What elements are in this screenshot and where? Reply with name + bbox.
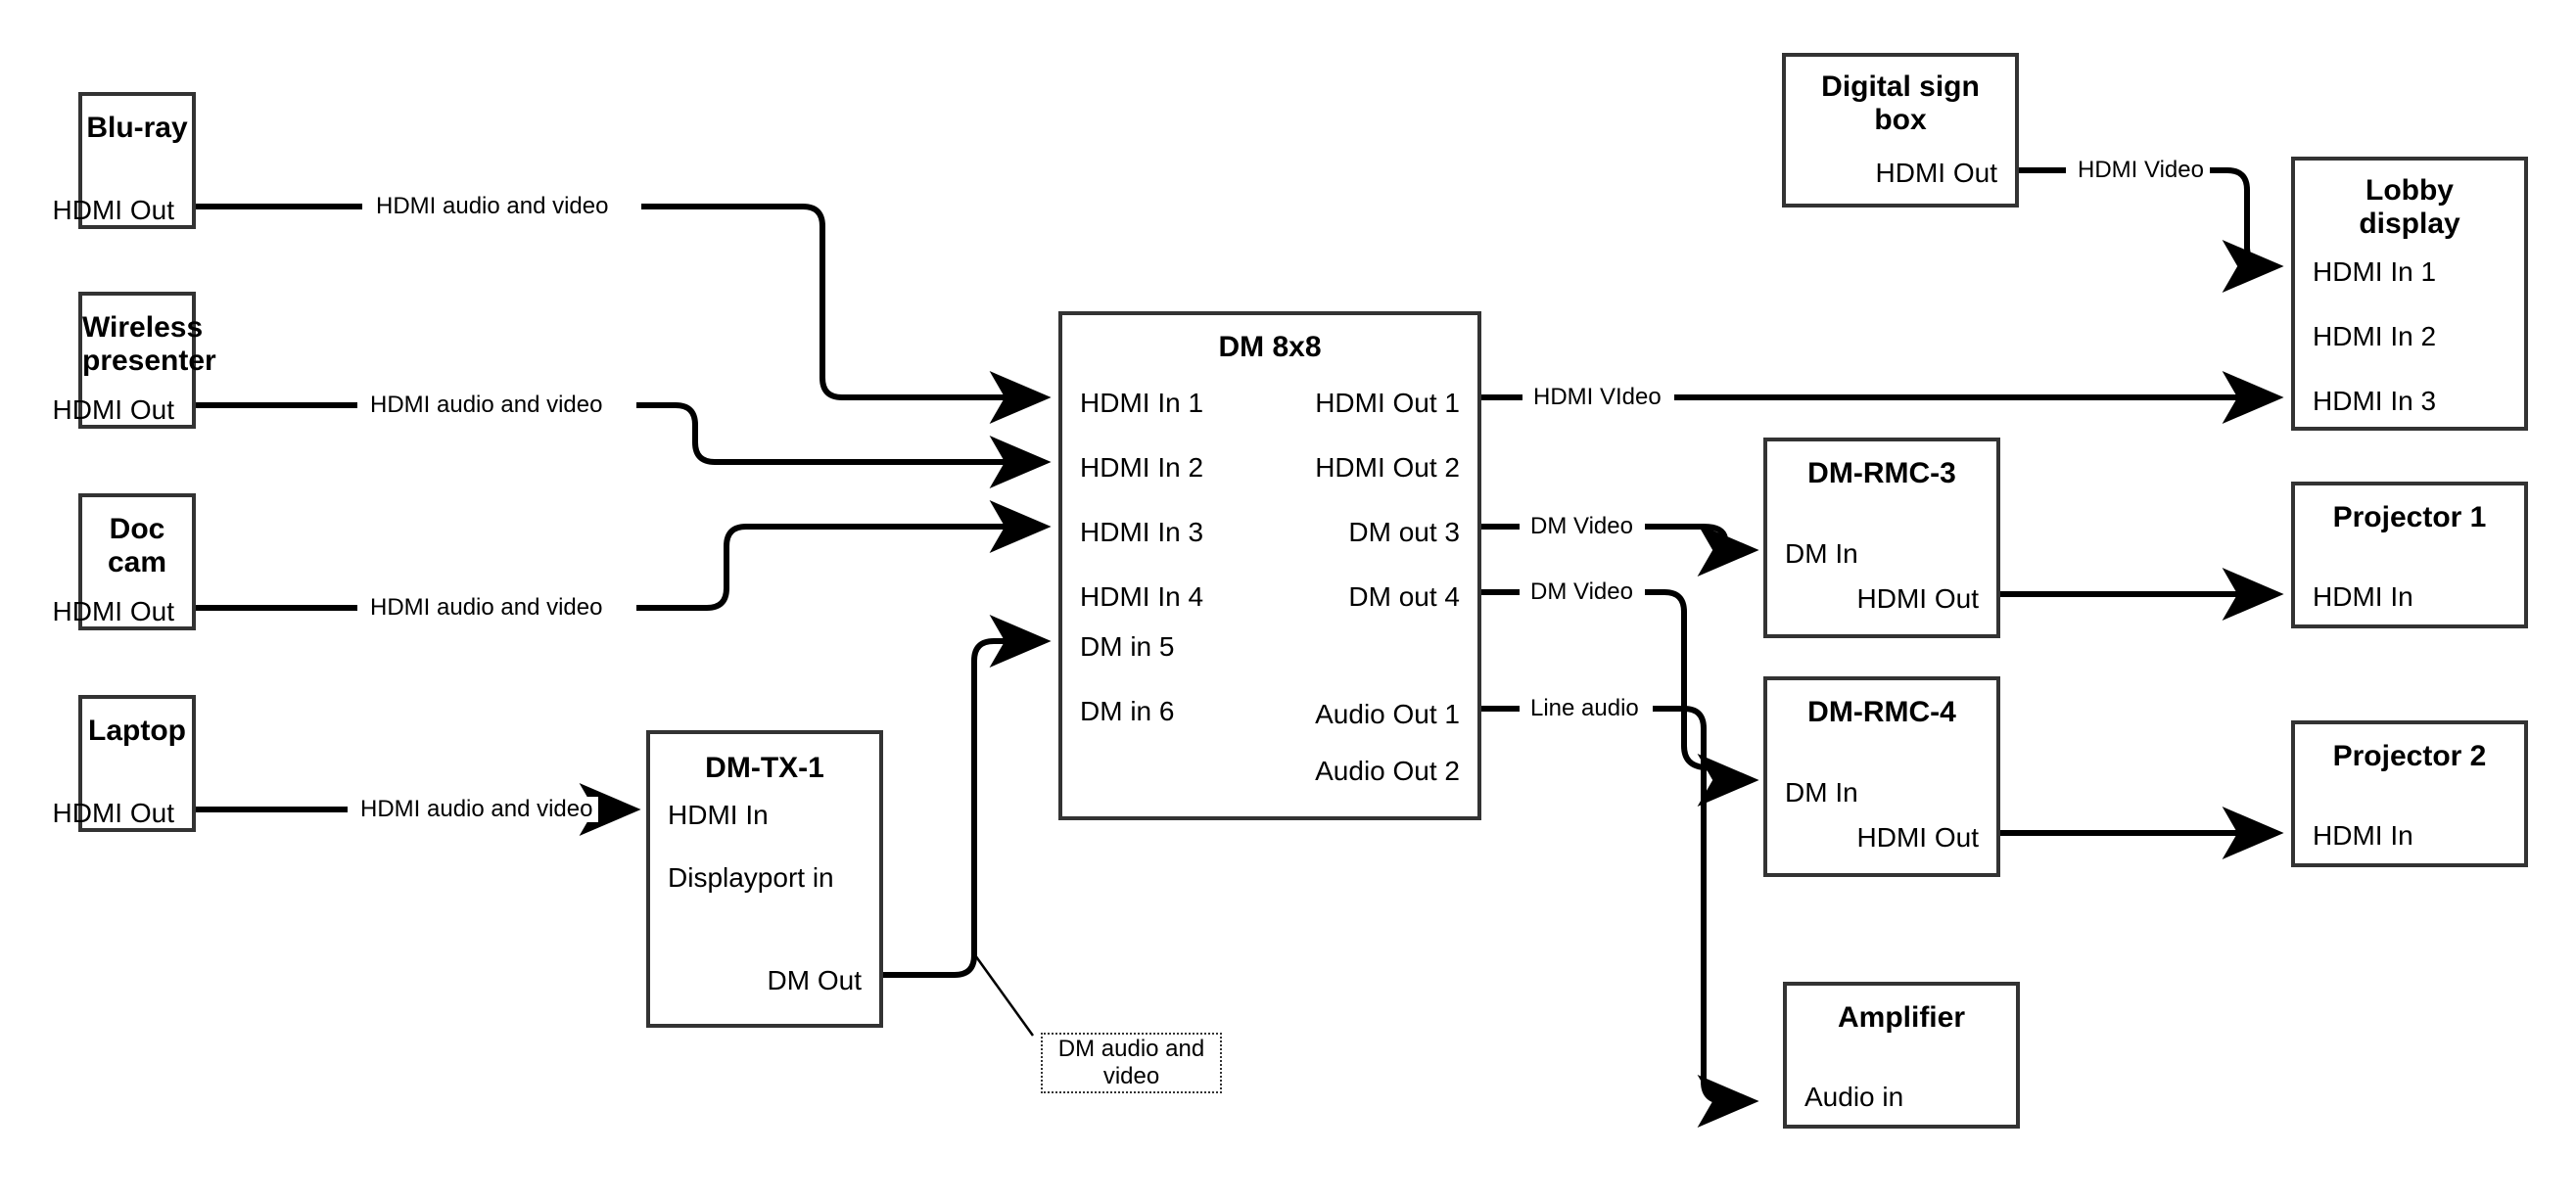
node-title-dm-rmc-4: DM-RMC-4	[1807, 696, 1956, 728]
port-dm-8x8-hdmi-in-3[interactable]: HDMI In 3	[1080, 517, 1204, 547]
node-lobby-display[interactable]: Lobby display HDMI In 1 HDMI In 2 HDMI I…	[2291, 157, 2528, 431]
wire-label-dmout3: DM Video	[1524, 513, 1639, 540]
port-projector-1-hdmi-in[interactable]: HDMI In	[2313, 581, 2413, 612]
node-digital-sign-box[interactable]: Digital sign box HDMI Out	[1782, 53, 2019, 208]
port-dm-8x8-hdmi-out-2[interactable]: HDMI Out 2	[1315, 452, 1460, 483]
port-lobby-display-hdmi-in-2[interactable]: HDMI In 2	[2313, 321, 2437, 351]
port-laptop-hdmi-out[interactable]: HDMI Out	[52, 798, 174, 828]
node-title-amplifier: Amplifier	[1837, 1001, 1966, 1034]
callout-line-1: DM audio and	[1057, 1035, 1205, 1062]
port-dm-8x8-hdmi-out-1[interactable]: HDMI Out 1	[1315, 388, 1460, 418]
node-title-lobby-display-line1: Lobby	[2365, 174, 2454, 207]
port-dm-8x8-hdmi-in-4[interactable]: HDMI In 4	[1080, 581, 1204, 612]
node-dm-8x8[interactable]: DM 8x8 HDMI In 1 HDMI In 2 HDMI In 3 HDM…	[1058, 311, 1481, 820]
node-projector-1[interactable]: Projector 1 HDMI In	[2291, 482, 2528, 628]
node-doc-cam[interactable]: Doc cam HDMI Out	[53, 493, 196, 630]
port-digital-sign-box-hdmi-out[interactable]: HDMI Out	[1875, 158, 1997, 188]
port-dm-8x8-audio-out-2[interactable]: Audio Out 2	[1315, 756, 1460, 786]
wire-label-wireless: HDMI audio and video	[364, 392, 609, 419]
port-projector-2-hdmi-in[interactable]: HDMI In	[2313, 820, 2413, 851]
node-title-laptop: Laptop	[88, 715, 186, 747]
node-title-dm-8x8: DM 8x8	[1218, 331, 1322, 363]
port-dm-rmc-3-dm-in[interactable]: DM In	[1785, 538, 1858, 569]
port-wireless-presenter-hdmi-out[interactable]: HDMI Out	[52, 394, 174, 425]
callout-dm-audio-and-video: DM audio and video	[1041, 1033, 1222, 1093]
callout-line-2: video	[1102, 1063, 1160, 1089]
node-title-wireless-presenter-line2: presenter	[82, 345, 216, 377]
port-dm-rmc-3-hdmi-out[interactable]: HDMI Out	[1856, 583, 1979, 614]
port-amplifier-audio-in[interactable]: Audio in	[1804, 1082, 1904, 1112]
node-title-digital-sign-box-line2: box	[1874, 104, 1927, 136]
wire-label-bluray: HDMI audio and video	[370, 193, 615, 220]
port-dm-8x8-dm-in-5[interactable]: DM in 5	[1080, 631, 1175, 662]
wire-label-laptop: HDMI audio and video	[354, 796, 599, 823]
port-dm-8x8-audio-out-1[interactable]: Audio Out 1	[1315, 699, 1460, 729]
node-projector-2[interactable]: Projector 2 HDMI In	[2291, 720, 2528, 867]
port-dm-tx-1-dm-out[interactable]: DM Out	[767, 965, 862, 995]
node-dm-tx-1[interactable]: DM-TX-1 HDMI In Displayport in DM Out	[646, 730, 883, 1028]
wire-signbox-to-lobby-in1	[2019, 167, 2277, 266]
wire-dm8x8-audioout1-to-amplifier	[1481, 706, 1753, 1101]
node-dm-rmc-3[interactable]: DM-RMC-3 DM In HDMI Out	[1763, 438, 2000, 638]
wire-bluray-to-dm8x8-in1	[196, 204, 1045, 397]
node-blu-ray[interactable]: Blu-ray HDMI Out	[53, 92, 196, 229]
node-title-projector-2: Projector 2	[2332, 740, 2487, 772]
port-dm-8x8-dm-out-3[interactable]: DM out 3	[1348, 517, 1460, 547]
port-lobby-display-hdmi-in-3[interactable]: HDMI In 3	[2313, 386, 2437, 416]
wire-dmtx1-to-dm8x8-dmin5	[883, 615, 1052, 978]
port-dm-8x8-dm-in-6[interactable]: DM in 6	[1080, 696, 1175, 726]
wire-label-dmout4: DM Video	[1524, 578, 1639, 606]
node-title-wireless-presenter-line1: Wireless	[82, 311, 204, 344]
port-dm-rmc-4-hdmi-out[interactable]: HDMI Out	[1856, 822, 1979, 853]
node-title-projector-1: Projector 1	[2332, 501, 2487, 533]
port-dm-tx-1-hdmi-in[interactable]: HDMI In	[668, 800, 769, 830]
node-title-doc-cam: Doc cam	[107, 513, 167, 578]
port-dm-rmc-4-dm-in[interactable]: DM In	[1785, 777, 1858, 808]
callout-leader-line	[973, 954, 1035, 1037]
node-laptop[interactable]: Laptop HDMI Out	[53, 695, 196, 832]
port-doc-cam-hdmi-out[interactable]: HDMI Out	[52, 596, 174, 626]
node-wireless-presenter[interactable]: Wireless presenter HDMI Out	[53, 292, 216, 429]
port-blu-ray-hdmi-out[interactable]: HDMI Out	[52, 195, 174, 225]
node-title-lobby-display-line2: display	[2359, 208, 2460, 240]
wire-doccam-to-dm8x8-in3	[196, 527, 1045, 611]
port-dm-8x8-hdmi-in-1[interactable]: HDMI In 1	[1080, 388, 1204, 418]
wire-wireless-to-dm8x8-in2	[196, 405, 1045, 462]
port-dm-tx-1-displayport-in[interactable]: Displayport in	[668, 862, 834, 893]
wire-label-hdmiout1: HDMI VIdeo	[1527, 384, 1667, 411]
port-dm-8x8-dm-out-4[interactable]: DM out 4	[1348, 581, 1460, 612]
node-dm-rmc-4[interactable]: DM-RMC-4 DM In HDMI Out	[1763, 676, 2000, 877]
wire-label-audioout1: Line audio	[1524, 695, 1645, 722]
node-title-dm-rmc-3: DM-RMC-3	[1807, 457, 1956, 489]
node-title-digital-sign-box-line1: Digital sign	[1821, 70, 1980, 103]
node-title-blu-ray: Blu-ray	[86, 112, 188, 144]
wire-label-signbox: HDMI Video	[2072, 157, 2210, 184]
wire-label-doccam: HDMI audio and video	[364, 594, 609, 622]
wire-dm8x8-dmout4-to-rmc4	[1481, 589, 1753, 780]
port-lobby-display-hdmi-in-1[interactable]: HDMI In 1	[2313, 256, 2437, 287]
node-amplifier[interactable]: Amplifier Audio in	[1783, 982, 2020, 1129]
node-title-dm-tx-1: DM-TX-1	[705, 752, 824, 784]
port-dm-8x8-hdmi-in-2[interactable]: HDMI In 2	[1080, 452, 1204, 483]
